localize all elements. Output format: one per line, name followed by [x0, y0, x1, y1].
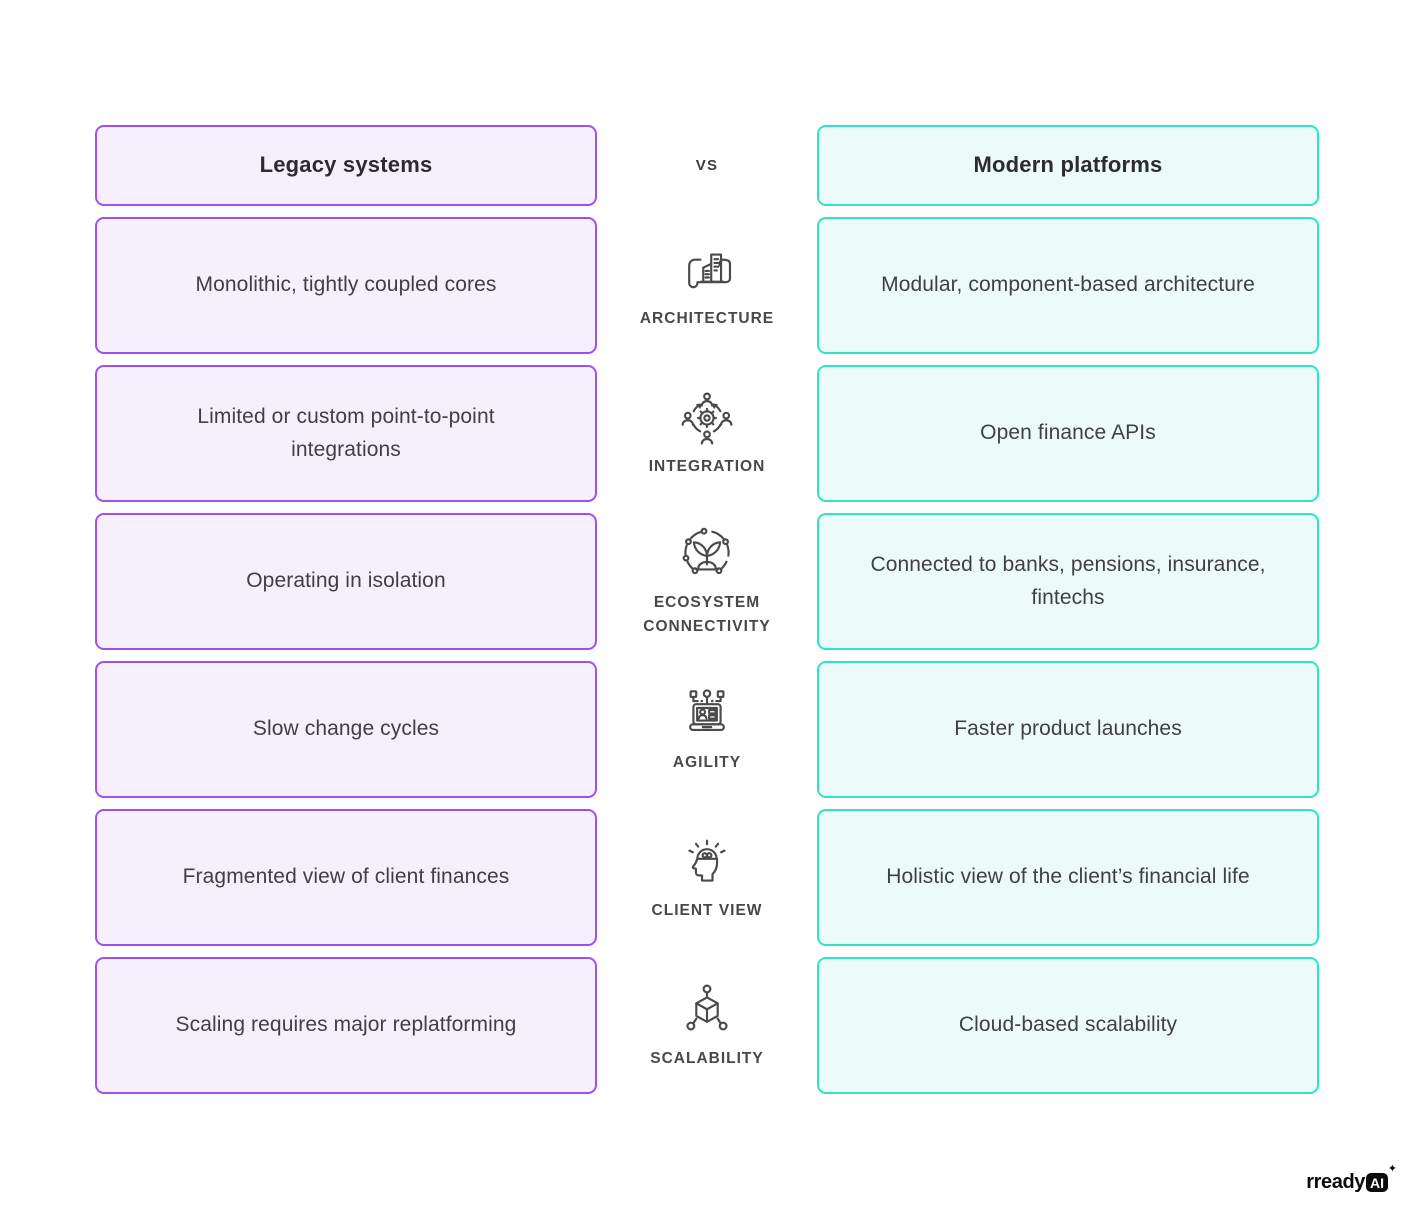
category-label: ARCHITECTURE [639, 309, 775, 327]
legacy-text: Limited or custom point-to-point integra… [197, 404, 495, 461]
legacy-box: Operating in isolation [95, 513, 597, 650]
brand-badge-label: AI [1366, 1172, 1388, 1193]
modern-text: Connected to banks, pensions, insurance,… [870, 552, 1266, 609]
vs-label: VS [695, 157, 719, 174]
modern-box: Holistic view of the client’s financial … [817, 809, 1319, 946]
legacy-text: Scaling requires major replatforming [175, 1013, 517, 1037]
legacy-text: Fragmented view of client finances [182, 865, 510, 889]
category-label: AGILITY [672, 753, 742, 771]
brand-badge: AI ✦ [1366, 1163, 1397, 1193]
modern-box: Faster product launches [817, 661, 1319, 798]
category-cell: ARCHITECTURE [597, 217, 817, 354]
legacy-header: Legacy systems [95, 125, 597, 206]
legacy-text: Monolithic, tightly coupled cores [195, 273, 497, 297]
modern-header: Modern platforms [817, 125, 1319, 206]
mind-idea-icon [677, 832, 737, 892]
legacy-box: Monolithic, tightly coupled cores [95, 217, 597, 354]
legacy-box: Slow change cycles [95, 661, 597, 798]
legacy-header-label: Legacy systems [259, 152, 433, 178]
category-label: INTEGRATION [648, 457, 766, 475]
sprout-network-icon [677, 524, 737, 584]
legacy-text: Operating in isolation [246, 569, 446, 593]
modern-box: Modular, component-based architecture [817, 217, 1319, 354]
comparison-board: Legacy systems VS Modern platforms Monol… [95, 125, 1319, 1094]
blueprint-icon [677, 240, 737, 300]
legacy-box: Limited or custom point-to-point integra… [95, 365, 597, 502]
category-cell: ECOSYSTEM CONNECTIVITY [597, 513, 817, 650]
modern-box: Cloud-based scalability [817, 957, 1319, 1094]
legacy-box: Scaling requires major replatforming [95, 957, 597, 1094]
vs-cell: VS [597, 125, 817, 206]
modern-header-label: Modern platforms [973, 152, 1163, 178]
brand-wordmark: rready [1306, 1171, 1365, 1193]
category-label: SCALABILITY [650, 1049, 764, 1067]
legacy-text: Slow change cycles [252, 717, 440, 741]
cube-network-icon [677, 980, 737, 1040]
modern-text: Holistic view of the client’s financial … [886, 865, 1250, 889]
category-cell: INTEGRATION [597, 365, 817, 502]
modern-box: Open finance APIs [817, 365, 1319, 502]
brand-logo: rready AI ✦ [1306, 1163, 1397, 1194]
sparkle-icon: ✦ [1387, 1162, 1397, 1175]
category-label: ECOSYSTEM CONNECTIVITY [643, 593, 771, 635]
category-label: CLIENT VIEW [651, 901, 763, 919]
category-cell: AGILITY [597, 661, 817, 798]
modern-text: Open finance APIs [980, 421, 1156, 445]
people-gear-icon [677, 388, 737, 448]
modern-text: Cloud-based scalability [958, 1013, 1178, 1037]
modern-text: Faster product launches [954, 717, 1182, 741]
modern-text: Modular, component-based architecture [881, 273, 1255, 297]
modern-box: Connected to banks, pensions, insurance,… [817, 513, 1319, 650]
connected-device-icon [677, 684, 737, 744]
legacy-box: Fragmented view of client finances [95, 809, 597, 946]
category-cell: SCALABILITY [597, 957, 817, 1094]
category-cell: CLIENT VIEW [597, 809, 817, 946]
